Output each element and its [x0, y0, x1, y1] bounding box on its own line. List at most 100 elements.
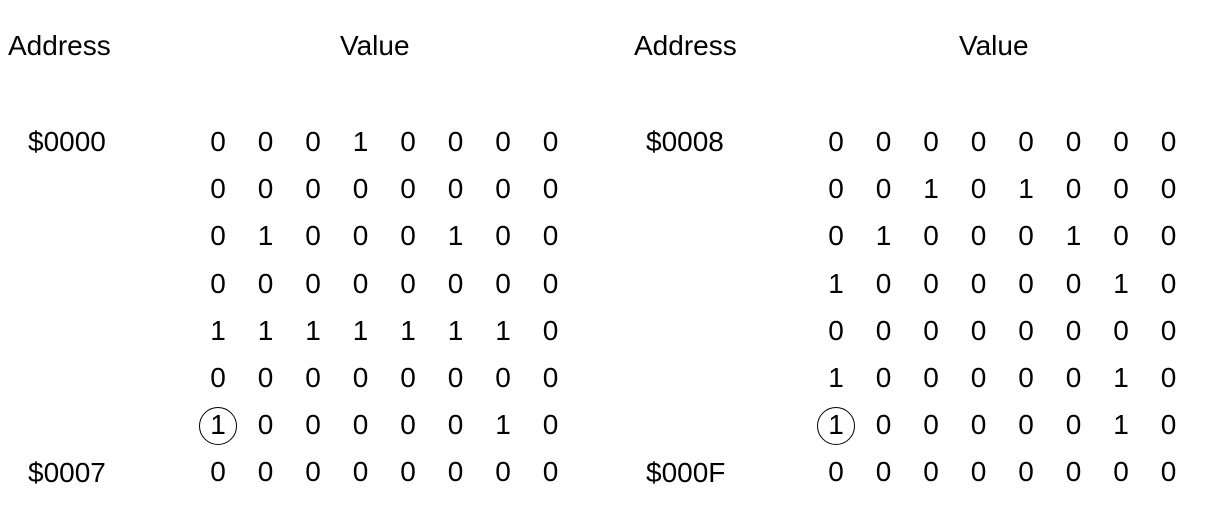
- bit-cell: 0: [970, 362, 987, 393]
- bit-cell: 0: [495, 362, 511, 393]
- bit-cell: 0: [447, 173, 464, 205]
- bit-cell: 1: [352, 126, 369, 157]
- bit-cell: 1: [1065, 220, 1082, 252]
- bit-cell: 0: [1065, 267, 1082, 299]
- bit-cell: 0: [542, 314, 559, 346]
- bit-cell: 0: [352, 267, 369, 299]
- bit-cell: 0: [257, 267, 274, 299]
- bit-cell: 0: [970, 314, 987, 346]
- bit-cell: 0: [828, 456, 844, 488]
- bit-cell: 0: [352, 362, 369, 393]
- bit-cell: 0: [257, 173, 274, 205]
- bit-cell: 0: [542, 267, 559, 299]
- bit-cell: 0: [923, 126, 939, 157]
- bit-cell: 0: [352, 173, 369, 205]
- bit-cell: 0: [970, 173, 987, 205]
- bit-cell: 0: [352, 409, 369, 441]
- bit-cell: 0: [495, 173, 511, 205]
- bit-cell: 0: [542, 173, 559, 205]
- bit-cell: 0: [305, 126, 321, 157]
- bit-cell: 0: [1113, 173, 1129, 205]
- bit-cell: 0: [1065, 456, 1082, 488]
- bit-cell: 0: [210, 267, 226, 299]
- right-value-header: Value: [959, 30, 1029, 61]
- bit-cell: 1: [447, 220, 464, 252]
- bit-cell: 0: [828, 126, 844, 157]
- bit-cell: 1: [1018, 173, 1034, 205]
- bit-cell: 1: [495, 314, 511, 346]
- bit-cell: 0: [447, 362, 464, 393]
- bit-cell: 0: [1160, 314, 1177, 346]
- bit-cell: 0: [257, 409, 274, 441]
- bit-cell: 1: [923, 173, 939, 205]
- bit-cell: 0: [210, 173, 226, 205]
- bit-cell: 0: [1018, 267, 1034, 299]
- bit-cell: 0: [400, 362, 416, 393]
- bit-cell: 1: [447, 314, 464, 346]
- bit-cell: 0: [1160, 173, 1177, 205]
- bit-cell: 1: [828, 267, 844, 299]
- bit-cell: 0: [923, 267, 939, 299]
- bit-cell: 1: [352, 314, 369, 346]
- bit-cell: 0: [1065, 314, 1082, 346]
- bit-cell: 0: [875, 126, 892, 157]
- bit-cell: 0: [447, 126, 464, 157]
- bit-cell: 1: [1113, 409, 1129, 441]
- bit-cell: 0: [305, 267, 321, 299]
- bit-cell: 0: [400, 173, 416, 205]
- bit-cell: 0: [542, 126, 559, 157]
- bit-cell: 0: [1065, 409, 1082, 441]
- end-address-label: $000F: [646, 457, 726, 488]
- bit-cell: 1: [828, 362, 844, 393]
- bit-cell: 1: [257, 220, 274, 252]
- circled-bit-marker: [199, 407, 237, 446]
- bit-cell: 0: [828, 220, 844, 252]
- bit-cell: 0: [1018, 362, 1034, 393]
- bit-cell: 0: [1113, 126, 1129, 157]
- bit-cell: 0: [495, 126, 511, 157]
- bit-cell: 0: [875, 409, 892, 441]
- bit-cell: 0: [970, 267, 987, 299]
- bit-cell: 0: [923, 220, 939, 252]
- end-address-label: $0007: [28, 457, 106, 488]
- bit-cell: 0: [447, 267, 464, 299]
- bit-cell: 0: [210, 126, 226, 157]
- bit-cell: 0: [542, 220, 559, 252]
- bit-cell: 0: [495, 220, 511, 252]
- bit-cell: 1: [210, 314, 226, 346]
- bit-cell: 0: [400, 409, 416, 441]
- bit-cell: 0: [828, 314, 844, 346]
- bit-cell: 0: [542, 409, 559, 441]
- bit-cell: 0: [875, 173, 892, 205]
- bit-cell: 0: [875, 314, 892, 346]
- bit-cell: 0: [305, 173, 321, 205]
- bit-cell: 0: [923, 362, 939, 393]
- bit-cell: 0: [305, 220, 321, 252]
- left-address-header: Address: [8, 30, 111, 61]
- bit-cell: 0: [495, 456, 511, 488]
- bit-cell: 0: [542, 362, 559, 393]
- bit-cell: 0: [1018, 126, 1034, 157]
- bit-cell: 0: [305, 456, 321, 488]
- bit-cell: 0: [923, 456, 939, 488]
- bit-cell: 0: [1160, 267, 1177, 299]
- bit-cell: 0: [495, 267, 511, 299]
- bit-cell: 1: [495, 409, 511, 441]
- bit-cell: 0: [875, 267, 892, 299]
- bit-cell: 0: [400, 456, 416, 488]
- right-address-header: Address: [634, 30, 737, 61]
- bit-cell: 0: [210, 220, 226, 252]
- bit-cell: 0: [210, 456, 226, 488]
- left-value-header: Value: [340, 30, 410, 61]
- bit-cell: 0: [210, 362, 226, 393]
- bit-cell: 0: [352, 220, 369, 252]
- bit-cell: 0: [305, 409, 321, 441]
- bit-cell: 0: [257, 362, 274, 393]
- bit-cell: 0: [1160, 362, 1177, 393]
- bit-cell: 0: [1018, 409, 1034, 441]
- bit-cell: 0: [305, 362, 321, 393]
- bit-cell: 0: [1065, 173, 1082, 205]
- bit-cell: 0: [1160, 220, 1177, 252]
- bit-cell: 0: [923, 314, 939, 346]
- bit-cell: 0: [1065, 362, 1082, 393]
